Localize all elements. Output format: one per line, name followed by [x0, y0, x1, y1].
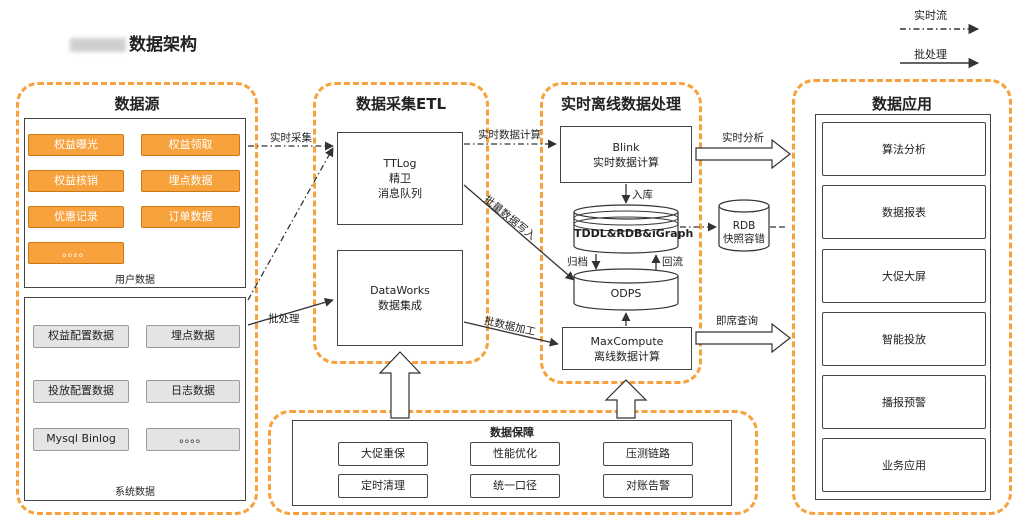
- guarantee-item: 对账告警: [603, 474, 693, 498]
- apps-panel: [815, 114, 991, 500]
- apps-group-title: 数据应用: [871, 95, 932, 113]
- redacted-name: [70, 38, 126, 52]
- guarantee-item: 压测链路: [603, 442, 693, 466]
- guarantee-to-processing-arrow: [604, 379, 648, 419]
- user-data-item: 优惠记录: [28, 206, 124, 228]
- rdb-line: 快照容错: [723, 233, 765, 245]
- dataworks-line: 数据集成: [378, 299, 422, 312]
- user-data-item: 埋点数据: [141, 170, 240, 192]
- guarantee-title: 数据保障: [490, 426, 534, 439]
- guarantee-to-etl-arrow: [378, 351, 422, 419]
- legend-realtime-label: 实时流: [914, 9, 947, 22]
- sources-group-title: 数据源: [114, 95, 160, 113]
- app-item: 大促大屏: [822, 249, 986, 303]
- processing-group-title: 实时离线数据处理: [560, 95, 681, 113]
- etl-group-title: 数据采集ETL: [355, 95, 447, 113]
- blink-line: 实时数据计算: [593, 155, 659, 169]
- dataworks-box: DataWorks 数据集成: [337, 250, 463, 346]
- user-data-item: 订单数据: [141, 206, 240, 228]
- guarantee-item: 定时清理: [338, 474, 428, 498]
- processing-group: [540, 82, 702, 384]
- app-item: 智能投放: [822, 312, 986, 366]
- system-data-item: 。。。。: [146, 428, 240, 451]
- tddl-cylinder: [573, 204, 679, 254]
- app-item: 算法分析: [822, 122, 986, 176]
- guarantee-item: 大促重保: [338, 442, 428, 466]
- app-item: 业务应用: [822, 438, 986, 492]
- user-data-item: 权益领取: [141, 134, 240, 156]
- maxcompute-box: MaxCompute 离线数据计算: [562, 327, 692, 370]
- realtime-collect-label: 实时采集: [270, 132, 312, 144]
- system-data-item: 权益配置数据: [33, 325, 129, 348]
- system-realtime-arrow: [247, 147, 334, 301]
- archive-label: 归档: [567, 256, 588, 268]
- batch-arrow: [247, 297, 334, 326]
- user-data-item: 。。。。: [28, 242, 124, 264]
- user-data-caption: 用户数据: [115, 275, 155, 286]
- maxcompute-line: MaxCompute: [590, 334, 664, 348]
- user-data-item: 权益核销: [28, 170, 124, 192]
- ttlog-box: TTLog 精卫 消息队列: [337, 132, 463, 225]
- app-item: 数据报表: [822, 185, 986, 239]
- batch-process-arrow: [463, 321, 559, 347]
- system-data-item: Mysql Binlog: [33, 428, 129, 451]
- system-data-item: 投放配置数据: [33, 380, 129, 403]
- blink-line: Blink: [612, 140, 640, 154]
- batch-label: 批处理: [268, 313, 300, 325]
- guarantee-item: 统一口径: [470, 474, 560, 498]
- batch-write-arrow: [463, 184, 575, 281]
- backflow-label: 回流: [662, 256, 683, 268]
- ttlog-line: 精卫: [389, 172, 411, 185]
- ingest-label: 入库: [632, 189, 653, 201]
- blink-box: Blink 实时数据计算: [560, 126, 692, 183]
- apps-group: [792, 79, 1012, 515]
- app-item: 播报预警: [822, 375, 986, 429]
- sources-group: [16, 82, 258, 515]
- diagram-title: 数据架构: [70, 30, 197, 55]
- dataworks-line: DataWorks: [370, 284, 430, 297]
- maxcompute-line: 离线数据计算: [594, 349, 660, 363]
- system-data-caption: 系统数据: [115, 487, 155, 498]
- rdb-line: RDB: [732, 220, 756, 232]
- realtime-analysis-arrow: [695, 138, 791, 170]
- guarantee-item: 性能优化: [470, 442, 560, 466]
- realtime-analysis-label: 实时分析: [722, 132, 764, 144]
- rdb-label: RDB 快照容错: [712, 220, 776, 246]
- system-data-item: 日志数据: [146, 380, 240, 403]
- odps-cylinder: [573, 268, 679, 311]
- instant-query-arrow: [695, 322, 791, 354]
- instant-query-label: 即席查询: [716, 315, 758, 327]
- guarantee-group: [268, 410, 758, 515]
- user-data-item: 权益曝光: [28, 134, 124, 156]
- ttlog-line: TTLog: [383, 157, 417, 170]
- ttlog-line: 消息队列: [378, 187, 422, 200]
- realtime-compute-label: 实时数据计算: [478, 129, 541, 141]
- rdb-cylinder: [718, 199, 770, 252]
- legend-batch-label: 批处理: [914, 48, 947, 61]
- odps-label: ODPS: [610, 287, 642, 300]
- system-data-item: 埋点数据: [146, 325, 240, 348]
- tddl-label: TDDL&RDB&iGraph: [574, 227, 694, 240]
